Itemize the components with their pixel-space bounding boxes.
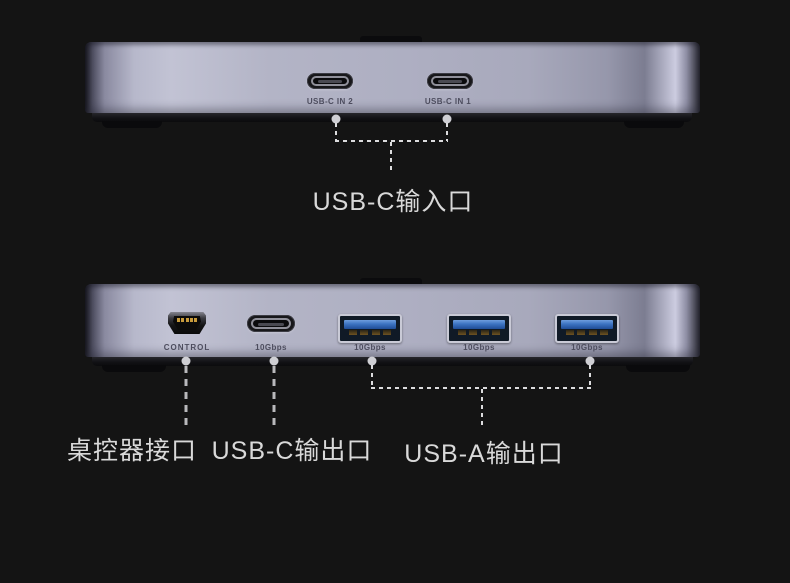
usb-a-contacts [566,330,608,335]
usb-c-in-2-print: USB-C IN 2 [306,97,354,106]
callout-bracket-left [371,365,373,387]
rear-top-tab [360,36,422,45]
callout-bracket [335,140,448,142]
usb-c-in-1-print: USB-C IN 1 [424,97,472,106]
usb-a-port-3 [555,314,619,343]
callout-dot [269,356,279,366]
rear-foot-left [102,121,162,128]
control-callout-label: 桌控器接口 [66,437,198,465]
usb-a1-print: 10Gbps [354,343,386,352]
callout-line [335,123,337,141]
dock-rear-body: USB-C IN 2 USB-C IN 1 [85,42,700,113]
usb-a-tongue [453,320,505,329]
rear-foot-right [624,121,684,128]
usb-c-in-2-port [307,73,353,89]
usb-a-output-callout-label: USB-A输出口 [404,440,564,468]
callout-stem [481,389,483,426]
usb-c-port-tongue [318,80,342,83]
callout-line-control [184,366,188,426]
callout-line [446,123,448,141]
usb-c-output-callout-label: USB-C输出口 [211,437,373,465]
usb-c-port-tongue [438,80,462,83]
front-foot-right [626,365,690,372]
dock-front-body: CONTROL 10Gbps 10Gbps 10Gbps 10Gbps [85,284,700,357]
mini-usb-pins [177,318,197,322]
callout-dot [181,356,191,366]
rear-base [92,113,692,122]
mini-usb-control-port [168,312,206,334]
callout-dot [442,114,452,124]
control-print: CONTROL [163,343,211,352]
usb-a3-print: 10Gbps [571,343,603,352]
callout-stem [390,142,392,174]
callout-dot [367,356,377,366]
usb-c-in-1-port [427,73,473,89]
front-base [92,357,693,366]
callout-dot [331,114,341,124]
usb-c-input-callout-label: USB-C输入口 [312,188,474,216]
usb-c-out-print: 10Gbps [255,343,287,352]
usb-a-port-2 [447,314,511,343]
usb-a-tongue [344,320,396,329]
usb-c-port-tongue [258,322,284,326]
usb-a-contacts [458,330,500,335]
usb-a-tongue [561,320,613,329]
front-top-tab [360,278,422,287]
usb-a2-print: 10Gbps [463,343,495,352]
usb-a-contacts [349,330,391,335]
callout-line-usbc-out [272,366,276,426]
callout-bracket-right [589,365,591,387]
usb-a-port-1 [338,314,402,343]
callout-bracket [371,387,591,389]
front-foot-left [102,365,166,372]
usb-c-out-port [247,315,295,332]
callout-dot [585,356,595,366]
